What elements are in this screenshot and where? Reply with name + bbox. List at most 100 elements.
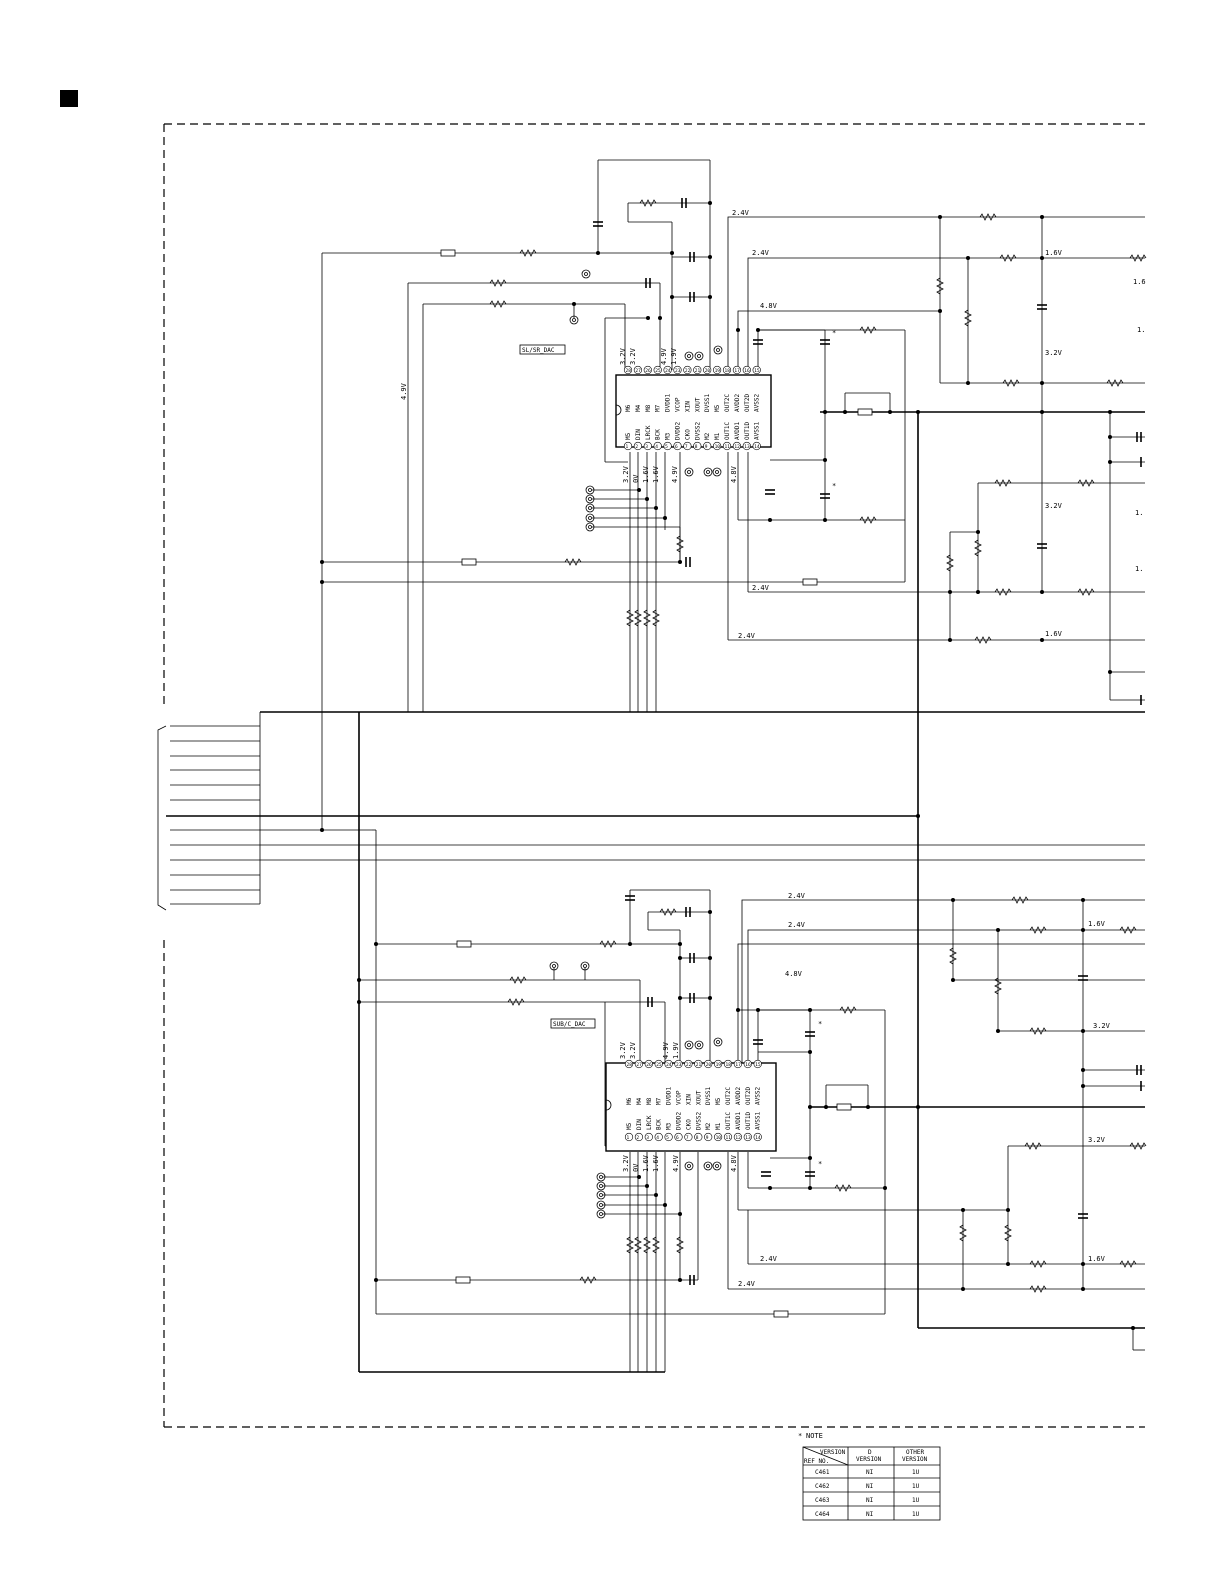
pin-number: 20 — [705, 368, 711, 374]
pin-number: 28 — [626, 368, 632, 374]
pin-number: 24 — [665, 368, 671, 374]
pin-circle — [752, 441, 761, 451]
pin-circle — [742, 365, 751, 375]
pin-circle — [644, 1059, 653, 1069]
pin-circle — [634, 1059, 644, 1069]
pin-name: M4 — [635, 404, 642, 412]
note-ref: C461 — [815, 1469, 830, 1476]
pin-name: DVSS2 — [695, 1112, 702, 1130]
voltage-labels-top: 2.4V 2.4V 4.8V 1.6V 1.6 1. 3.2V 3.2V 1. … — [400, 209, 1146, 640]
pin-number: 15 — [754, 368, 760, 374]
volt-label: 1. — [1135, 565, 1143, 573]
note-d-value: NI — [866, 1483, 874, 1490]
volt-label: 4.8V — [730, 1154, 738, 1172]
volt-label: 2.4V — [738, 1280, 756, 1288]
pin-name: M4 — [636, 1097, 643, 1105]
pin-name: BCK — [656, 1119, 663, 1130]
pin-name: AVDD2 — [735, 1087, 742, 1105]
pin-circle — [703, 365, 712, 375]
volt-label: 3.2V — [1088, 1136, 1106, 1144]
pin-name: M8 — [645, 404, 652, 412]
pin-name: OUT1C — [725, 1112, 732, 1130]
volt-label: 2.4V — [732, 209, 750, 217]
pin-number: 26 — [645, 368, 651, 374]
note-header-ref: REF NO. — [804, 1458, 829, 1465]
pin-name: M6 — [626, 1097, 633, 1105]
pin-number: 19 — [715, 368, 721, 374]
note-title: NOTE — [806, 1432, 823, 1440]
volt-label: 1.9V — [670, 347, 678, 365]
pin-name: XIN — [684, 401, 691, 412]
pin-name: AVDD1 — [734, 422, 741, 440]
pin-number: 12 — [734, 444, 740, 450]
dac-bottom-label-box — [550, 1018, 596, 1029]
pin-circle — [704, 1132, 713, 1142]
dashed-frame — [163, 123, 1145, 1428]
pin-name: DVSS2 — [694, 422, 701, 440]
pin-number: 5 — [665, 444, 668, 450]
pin-circle — [684, 1132, 693, 1142]
volt-label: 4.8V — [760, 302, 778, 310]
pin-name: M3 — [665, 432, 672, 440]
pin-number: 4 — [656, 1135, 659, 1141]
pin-number: 22 — [686, 1062, 692, 1068]
pin-name: AVDD1 — [735, 1112, 742, 1130]
pin-name: CKO — [684, 429, 691, 440]
volt-label: 1.6V — [652, 1154, 660, 1172]
pin-name: M3 — [666, 1122, 673, 1130]
volt-label: 4.8V — [730, 465, 738, 483]
volt-label: 1. — [1137, 326, 1145, 334]
pin-number: 21 — [695, 368, 701, 374]
pin-circle — [634, 1132, 644, 1142]
dac-bottom-label: SUB/C_DAC — [553, 1021, 586, 1028]
pin-name: M7 — [655, 404, 662, 412]
pin-circle — [722, 365, 732, 375]
pin-circle — [674, 1059, 683, 1069]
note-col-other: VERSION — [902, 1456, 928, 1463]
pin-circle — [743, 1059, 752, 1069]
pin-circle — [674, 1132, 683, 1142]
pin-number: 4 — [655, 444, 658, 450]
volt-label: 3.2V — [629, 347, 637, 365]
pin-circle — [694, 1059, 703, 1069]
pin-circle — [653, 365, 662, 375]
volt-label: 1.6V — [652, 465, 660, 483]
pin-circle — [742, 441, 751, 451]
pin-name: DVDD2 — [676, 1112, 683, 1130]
note-ref: C464 — [815, 1511, 830, 1518]
pin-circle — [684, 1059, 693, 1069]
pin-number: 17 — [734, 368, 740, 374]
pin-circle — [683, 365, 692, 375]
main-buses — [166, 411, 1145, 1373]
volt-label: 2.4V — [752, 584, 770, 592]
volt-label: 1.6V — [642, 465, 650, 483]
pin-name: DVDD2 — [675, 422, 682, 440]
volt-label: 3.2V — [1045, 349, 1063, 357]
note-col-d: VERSION — [856, 1456, 882, 1463]
volt-label: 3.2V — [619, 1041, 627, 1059]
pin-circle — [653, 441, 662, 451]
volt-label: 1.6V — [1088, 1255, 1106, 1263]
note-ref: C463 — [815, 1497, 830, 1504]
pin-name: M5 — [626, 1122, 633, 1130]
dac-top-pins: 28M627M426M825M724DVDD123VCOP22XIN21XOUT… — [623, 365, 761, 451]
pin-name: VCOP — [676, 1090, 683, 1105]
pin-circle — [704, 1059, 713, 1069]
volt-label: 2.4V — [760, 1255, 778, 1263]
pin-number: 7 — [686, 1135, 689, 1141]
pin-circle — [743, 1132, 752, 1142]
volt-label: 3.2V — [622, 465, 630, 483]
dac-bottom-group: SUB/C_DAC 28M627M426M825M724DVDD123VCOP2… — [357, 829, 1147, 1372]
pin-circle — [633, 441, 643, 451]
pin-name: DVDD1 — [666, 1087, 673, 1105]
pin-number: 28 — [627, 1062, 633, 1068]
pin-number: 18 — [726, 1062, 732, 1068]
pin-number: 11 — [725, 444, 731, 450]
pin-number: 24 — [666, 1062, 672, 1068]
volt-label: 3.2V — [1045, 502, 1063, 510]
pin-circle — [673, 365, 682, 375]
pin-circle — [722, 441, 732, 451]
pin-name: OUT1D — [745, 1112, 752, 1130]
note-header-version: VERSION — [820, 1449, 846, 1456]
